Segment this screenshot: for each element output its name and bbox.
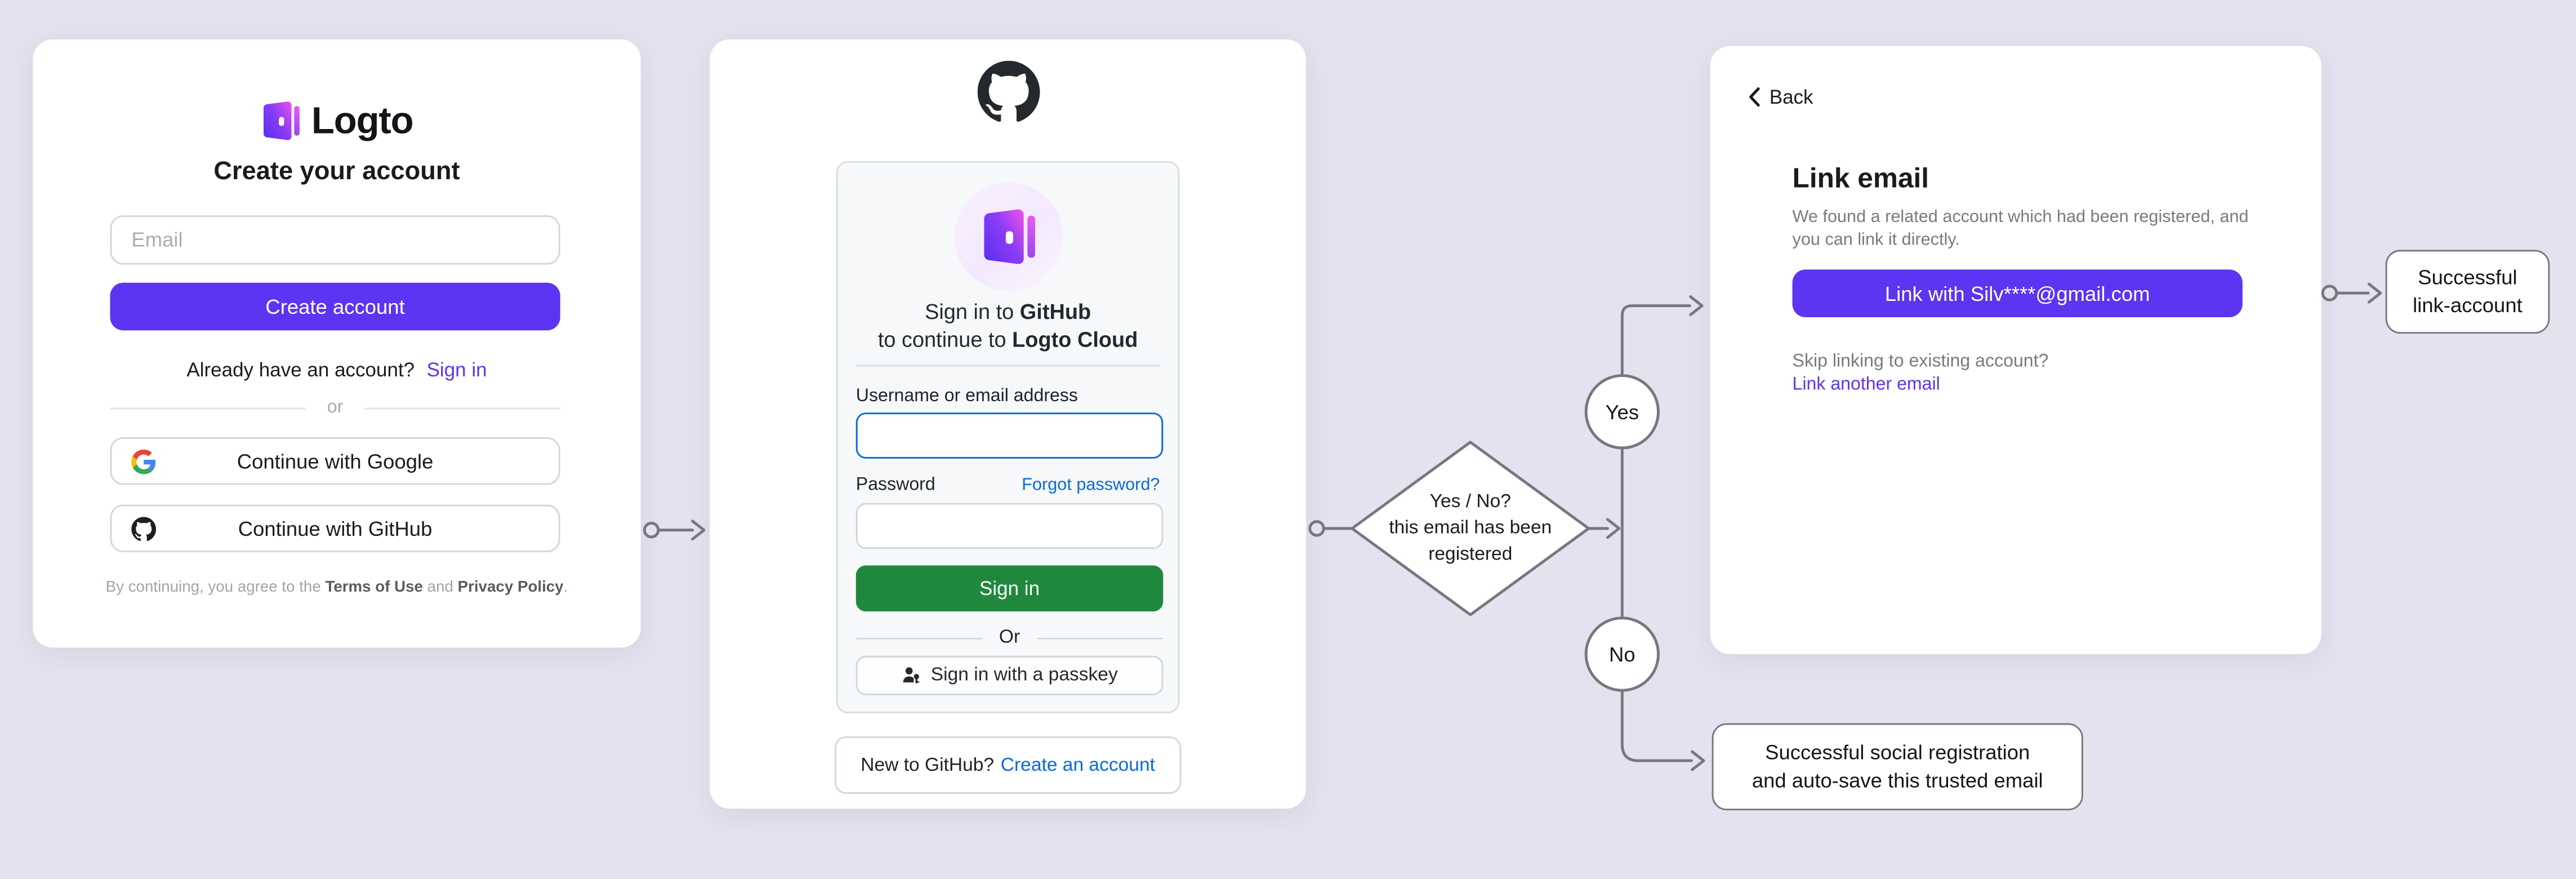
decision-line3: registered	[1428, 543, 1512, 564]
logto-app-avatar	[953, 182, 1062, 291]
skip-linking-text: Skip linking to existing account?	[1792, 352, 2049, 372]
decision-line1: Yes / No?	[1430, 491, 1511, 512]
link-email-card: Back Link email We found a related accou…	[1710, 46, 2321, 655]
github-or-divider: Or	[855, 626, 1164, 649]
back-chevron-icon	[1748, 87, 1761, 107]
logto-logo: Logto	[33, 97, 640, 143]
email-field[interactable]	[110, 215, 560, 265]
decision-diamond: Yes / No? this email has been registered	[1351, 441, 1590, 616]
terms-suffix: .	[563, 578, 568, 597]
yes-node-label: Yes	[1606, 401, 1639, 424]
google-g-icon	[131, 449, 156, 473]
or-label: Or	[999, 628, 1020, 648]
link-with-email-button[interactable]: Link with Silv****@gmail.com	[1792, 269, 2243, 318]
github-signin-heading: Sign in to GitHub to continue to Logto C…	[838, 298, 1178, 353]
github-signin-card: Sign in to GitHub to continue to Logto C…	[710, 39, 1307, 809]
link-another-email-link[interactable]: Link another email	[1792, 375, 1940, 395]
logto-signup-card: Logto Create your account Create account…	[33, 39, 641, 648]
privacy-policy-link[interactable]: Privacy Policy	[457, 578, 564, 597]
username-input[interactable]	[855, 412, 1164, 459]
logto-door-icon	[261, 99, 300, 140]
terms-prefix: By continuing, you agree to the	[105, 578, 326, 597]
terms-notice: By continuing, you agree to the Terms of…	[33, 579, 640, 597]
github-signin-button[interactable]: Sign in	[855, 565, 1164, 612]
or-line-left	[855, 637, 983, 639]
signin-prompt-row: Already have an account? Sign in	[33, 358, 640, 381]
link-account-box-line1: Successful	[2418, 266, 2517, 290]
passkey-signin-button[interactable]: Sign in with a passkey	[855, 655, 1164, 695]
continue-with-google-button[interactable]: Continue with Google	[110, 437, 560, 485]
signin-prompt-text: Already have an account?	[186, 358, 415, 381]
no-branch-line	[1620, 689, 1705, 771]
heading-line2-prefix: to continue to	[877, 327, 1013, 352]
connector-link-to-success	[2321, 282, 2382, 304]
logto-wordmark: Logto	[311, 97, 414, 141]
social-box-line2: and auto-save this trusted email	[1751, 768, 2043, 792]
no-node: No	[1584, 616, 1660, 692]
social-box-line1: Successful social registration	[1765, 741, 2030, 765]
back-button[interactable]: Back	[1748, 86, 1813, 109]
username-label: Username or email address	[855, 386, 1078, 406]
github-footer-box: New to GitHub? Create an account	[834, 736, 1182, 794]
connector-decision-to-branch	[1588, 518, 1621, 539]
divider-line-right	[364, 406, 560, 409]
back-label: Back	[1769, 85, 1813, 109]
connector-signup-to-github	[643, 520, 706, 541]
link-email-description: We found a related account which had bee…	[1793, 206, 2249, 252]
link-account-box-line2: link-account	[2413, 293, 2522, 317]
terms-of-use-link[interactable]: Terms of Use	[325, 578, 423, 597]
password-label-row: Password Forgot password?	[856, 475, 1160, 495]
description-line2: you can link it directly.	[1792, 230, 1960, 250]
decision-line2: this email has been	[1389, 517, 1552, 538]
successful-social-registration-box: Successful social registration and auto-…	[1712, 723, 2083, 811]
connector-github-to-decision	[1308, 520, 1354, 537]
panel-divider	[855, 365, 1160, 367]
divider-line-left	[110, 406, 306, 409]
passkey-icon	[901, 665, 921, 685]
github-button-label: Continue with GitHub	[238, 517, 433, 540]
description-line1: We found a related account which had bee…	[1792, 207, 2249, 227]
or-line-right	[1036, 637, 1164, 639]
github-logo-icon	[977, 61, 1039, 131]
or-divider: or	[110, 398, 560, 418]
password-input[interactable]	[855, 503, 1164, 549]
divider-label: or	[327, 397, 344, 418]
yes-node: Yes	[1584, 374, 1660, 450]
passkey-button-label: Sign in with a passkey	[930, 665, 1118, 686]
github-auth-panel: Sign in to GitHub to continue to Logto C…	[836, 161, 1180, 714]
continue-with-github-button[interactable]: Continue with GitHub	[110, 504, 560, 553]
github-octocat-icon	[131, 516, 156, 541]
heading-line1-prefix: Sign in to	[925, 299, 1020, 324]
signup-title: Create your account	[213, 158, 460, 186]
new-to-github-text: New to GitHub?	[861, 755, 995, 775]
create-account-button[interactable]: Create account	[110, 282, 560, 331]
google-button-label: Continue with Google	[237, 449, 434, 473]
heading-line2-bold: Logto Cloud	[1012, 327, 1138, 352]
successful-link-account-box: Successful link-account	[2385, 250, 2550, 334]
password-label: Password	[855, 475, 935, 495]
forgot-password-link[interactable]: Forgot password?	[1022, 475, 1160, 495]
link-email-title: Link email	[1792, 162, 1929, 194]
signin-link[interactable]: Sign in	[426, 358, 487, 381]
heading-line1-bold: GitHub	[1019, 299, 1091, 324]
no-node-label: No	[1609, 643, 1635, 666]
terms-middle: and	[422, 578, 458, 597]
yes-branch-line	[1620, 295, 1704, 378]
create-an-account-link[interactable]: Create an account	[1000, 755, 1155, 775]
